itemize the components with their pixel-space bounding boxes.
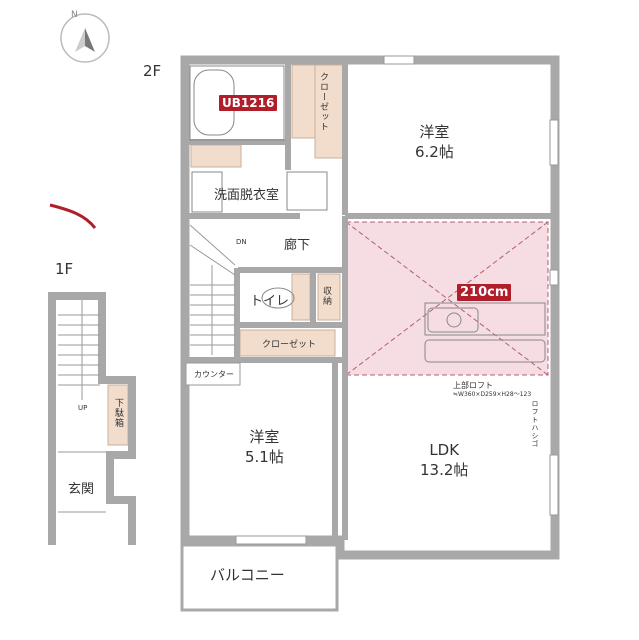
loft-ladder-label: ロフトハシゴ — [531, 400, 539, 448]
toilet-label: トイレ — [250, 294, 290, 309]
washbasin — [191, 171, 223, 213]
upper-floor-walls — [180, 55, 560, 560]
western-room-1-label: 洋室 6.2帖 — [415, 122, 454, 162]
compass-icon — [60, 13, 110, 63]
kitchen-counter — [424, 302, 546, 363]
red-arrow-mark — [49, 203, 97, 229]
windows — [235, 55, 559, 545]
hallway-label: 廊下 — [284, 238, 311, 253]
closet-top-label: クローゼット — [318, 72, 328, 132]
interior-walls — [186, 60, 555, 540]
room-name: LDK — [429, 441, 460, 459]
balcony-area — [180, 543, 339, 612]
floor-label-1f: 1F — [55, 260, 74, 278]
loft-label: 上部ロフト — [453, 381, 493, 390]
compass-north-label: N — [71, 10, 78, 20]
room-size: 6.2帖 — [415, 143, 454, 161]
stairs-dn-label: DN — [236, 238, 247, 246]
bath-label: UB1216 — [219, 95, 278, 111]
bath-room — [189, 65, 285, 141]
entrance-label: 玄関 — [68, 482, 95, 497]
toilet-fixture — [261, 287, 295, 309]
storage-label: 収納 — [321, 286, 331, 306]
loft-width-label: 210cm — [457, 284, 512, 301]
room-size: 13.2帖 — [420, 461, 469, 479]
room-name: 洋室 — [249, 428, 280, 446]
counter-box — [185, 362, 241, 386]
loft-dimensions: ≒W360×D259×H28～123 — [453, 391, 532, 398]
shoe-box-label: 下駄箱 — [113, 398, 123, 428]
counter-label: カウンター — [194, 370, 234, 379]
room-name: 洋室 — [419, 123, 450, 141]
upper-stairs — [189, 224, 236, 355]
floor-label-2f: 2F — [143, 62, 162, 80]
western-room-2-label: 洋室 5.1帖 — [245, 427, 284, 467]
ldk-label: LDK 13.2帖 — [420, 440, 468, 480]
lower-stairs — [58, 300, 106, 513]
washing-machine — [286, 171, 328, 211]
stairs-up-label: UP — [78, 404, 88, 412]
room-size: 5.1帖 — [245, 448, 284, 466]
lower-floor-walls — [48, 292, 136, 545]
washroom-label: 洗面脱衣室 — [214, 188, 280, 203]
closet-mid-label: クローゼット — [262, 340, 317, 350]
closet-fills — [107, 64, 344, 446]
balcony-label: バルコニー — [210, 566, 285, 584]
